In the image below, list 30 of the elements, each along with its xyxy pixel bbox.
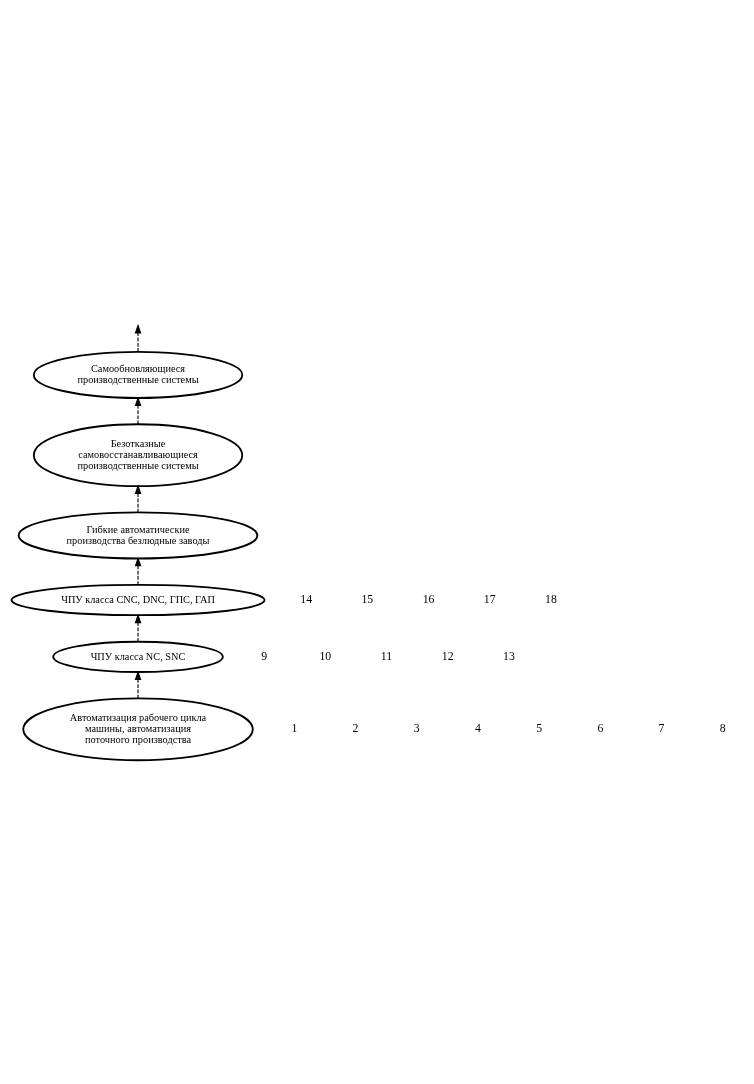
label: 14 — [300, 591, 313, 606]
arrow — [134, 613, 142, 642]
arrow — [134, 483, 142, 513]
label: 12 — [441, 648, 454, 663]
label: 2 — [352, 720, 359, 735]
arrow — [134, 556, 142, 585]
label: 4 — [475, 720, 481, 735]
label: 10 — [319, 648, 332, 663]
arrow — [134, 395, 142, 425]
label: 1 — [291, 720, 298, 735]
node-ellipse: ЧПУ класса NC, SNC — [52, 640, 224, 673]
label: 16 — [422, 591, 435, 606]
arrow — [134, 669, 142, 699]
node-ellipse: Автоматизация рабочего цикла машины, автоматизация поточного производства — [22, 696, 254, 761]
node-ellipse: Самообновляющиеся производственные системы — [32, 350, 244, 399]
label: 18 — [545, 591, 557, 606]
label: 6 — [597, 720, 604, 735]
label: 8 — [719, 720, 726, 735]
label: 15 — [361, 591, 374, 606]
label: 3 — [413, 720, 420, 735]
label: 11 — [380, 648, 393, 663]
node-ellipse: Безотказные самовосстанавливающиеся производственные системы — [32, 422, 244, 487]
label: 13 — [503, 648, 515, 663]
node-ellipse: ЧПУ класса CNC, DNC, ГПС, ГАП — [10, 583, 266, 616]
label: 7 — [658, 720, 665, 735]
arrow — [134, 323, 142, 352]
label: 5 — [536, 720, 543, 735]
node-ellipse: Гибкие автоматические производства безлюдные заводы — [17, 511, 259, 559]
label: 9 — [261, 648, 268, 663]
label: 17 — [483, 591, 496, 606]
